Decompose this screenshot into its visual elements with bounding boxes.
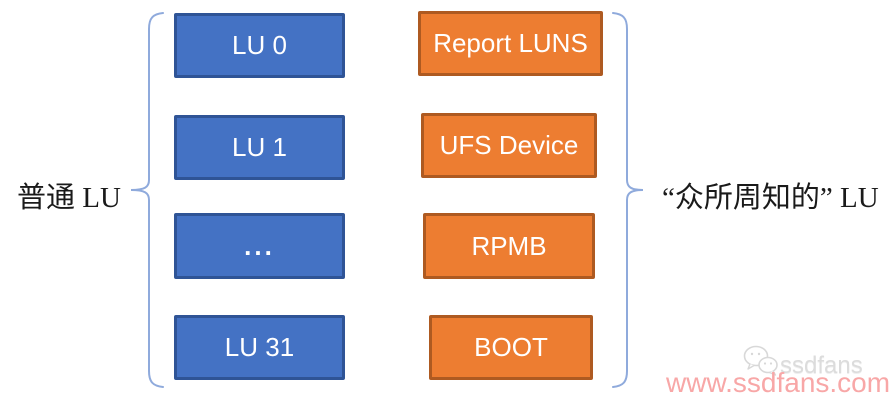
left-brace [130, 12, 164, 388]
wechat-icon [743, 345, 778, 376]
lu1-box: LU 1 [174, 115, 345, 180]
watermark-url: www.ssdfans.com [666, 367, 891, 398]
ufs-device-box: UFS Device [421, 113, 597, 178]
report-luns-box: Report LUNS [418, 11, 603, 76]
lu31-box: LU 31 [174, 315, 345, 380]
lu-ellipsis-box: ... [174, 213, 345, 279]
well-known-lu-label: “众所周知的” LU [662, 182, 879, 214]
lu0-box: LU 0 [174, 13, 345, 78]
watermark-brand: ssdfans [780, 352, 863, 379]
normal-lu-label: 普通 LU [17, 182, 121, 214]
rpmb-box: RPMB [423, 213, 595, 279]
right-brace [612, 12, 644, 388]
boot-box: BOOT [429, 315, 593, 380]
